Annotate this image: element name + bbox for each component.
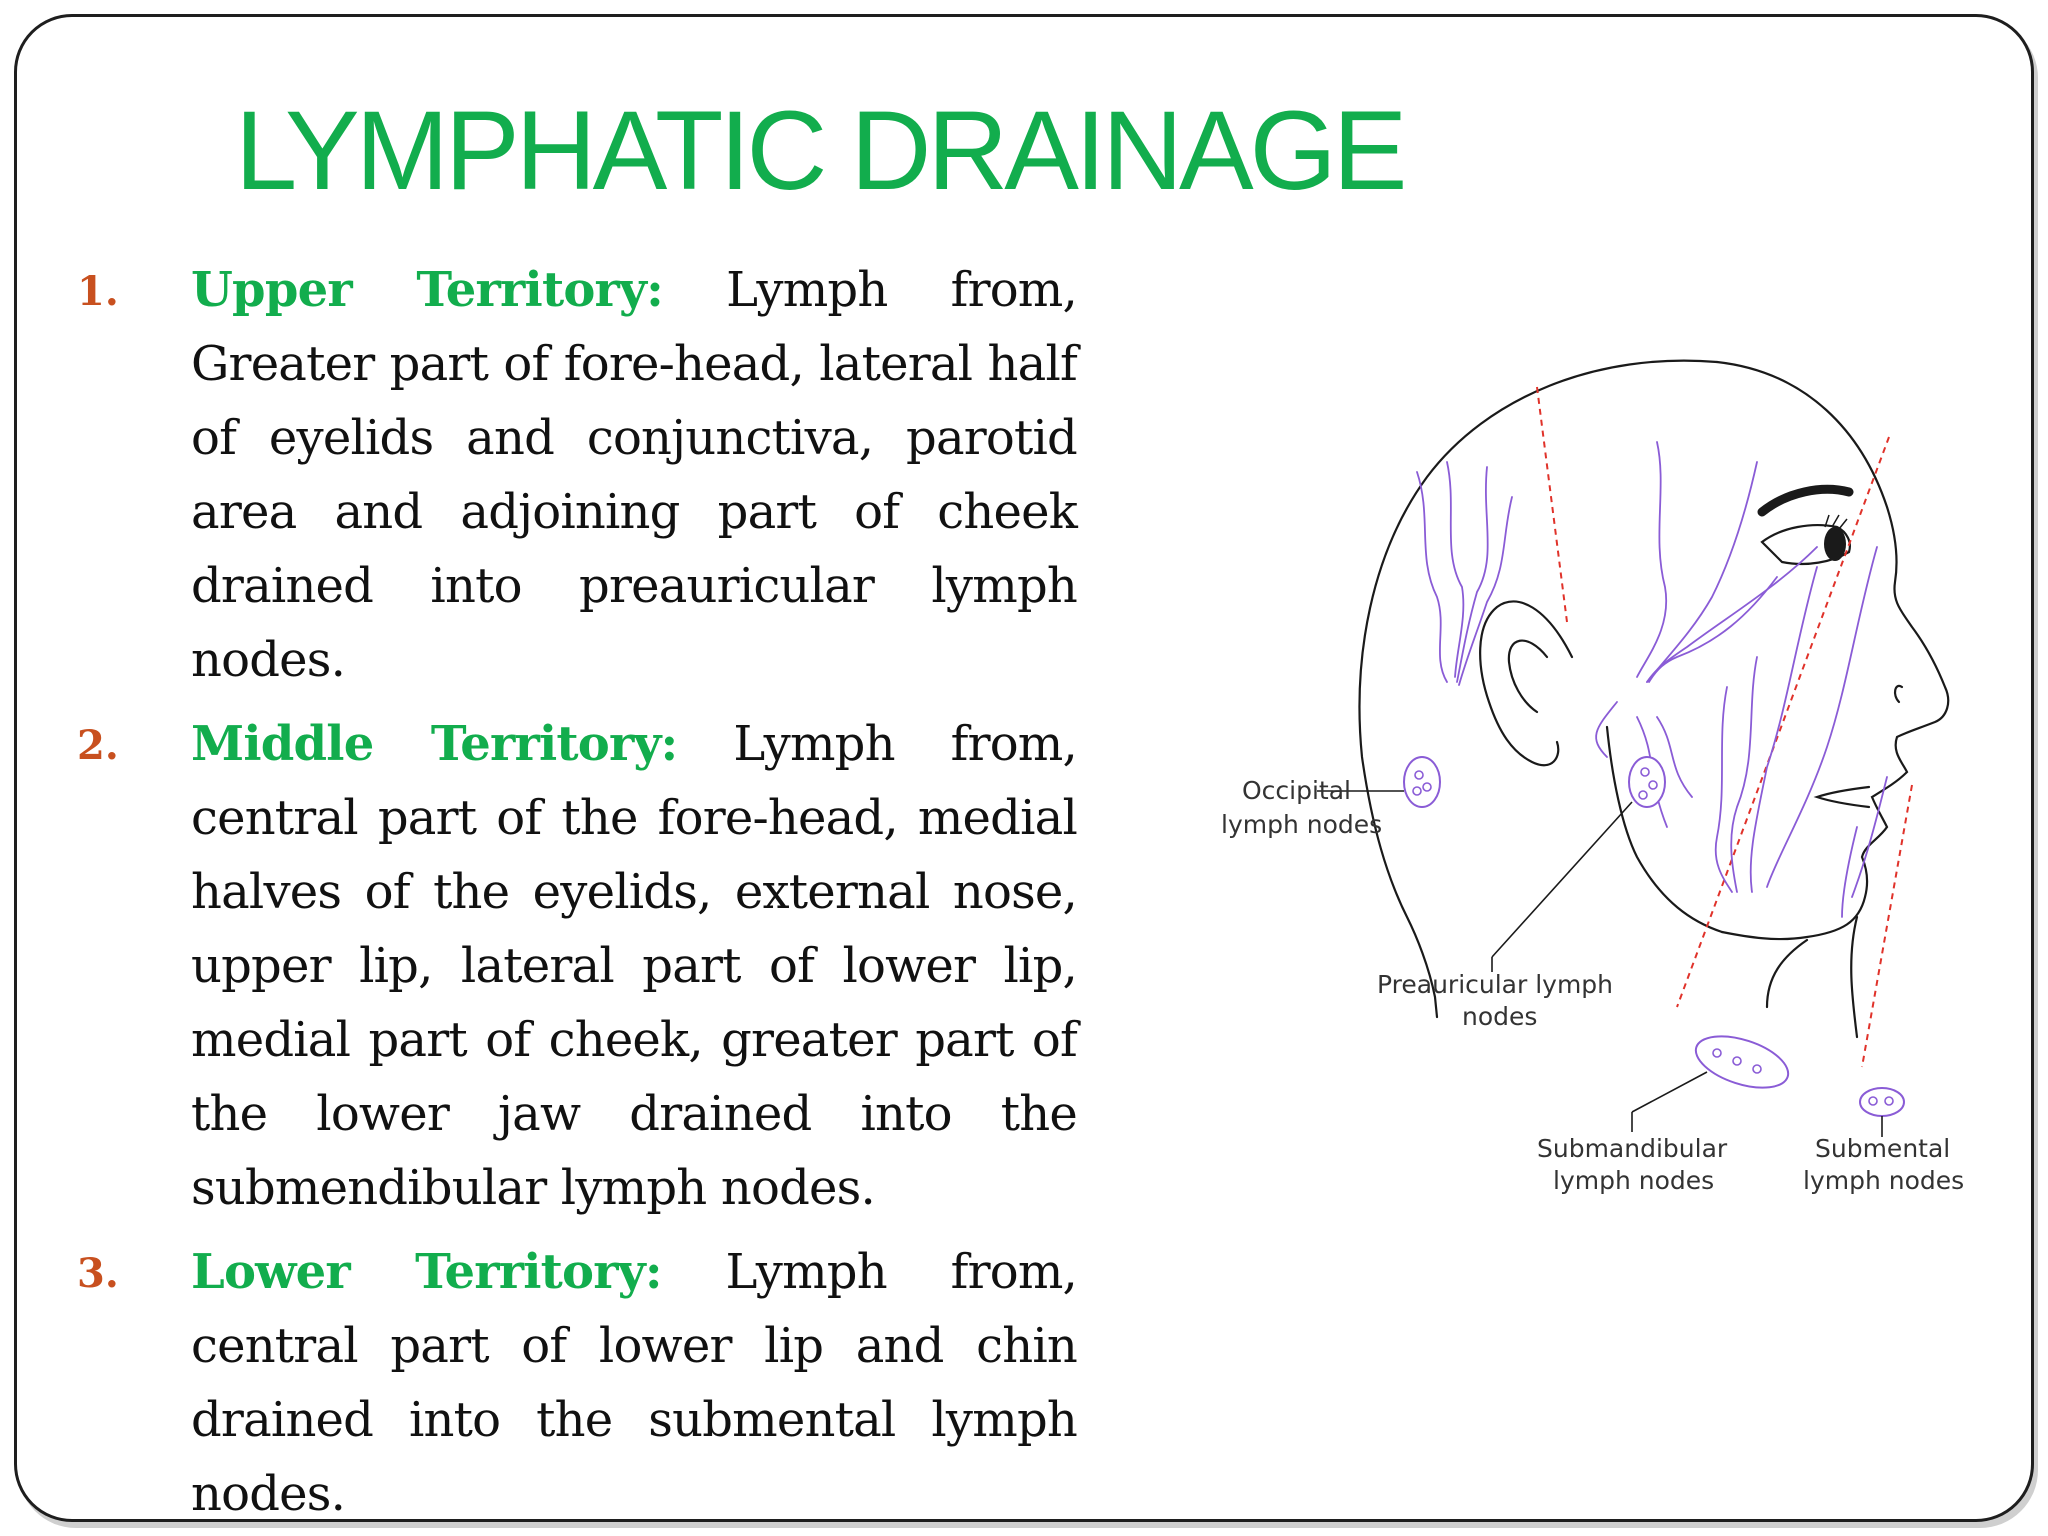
item-text: Lymph from, central part of lower lip an…	[191, 1244, 1078, 1522]
node-dot	[1638, 790, 1648, 800]
mouth-outline	[1813, 785, 1871, 809]
submandibular-label-line-1: Submandibular	[1537, 1134, 1728, 1163]
item-paragraph: Middle Territory: Lymph from, central pa…	[191, 707, 1078, 1225]
occipital-label-line-1: Occipital	[1242, 776, 1351, 805]
neck-back-outline	[1765, 938, 1809, 1009]
eye-outline	[1760, 524, 1851, 566]
preauricular-leader	[1491, 801, 1633, 958]
vessel	[1648, 576, 1778, 683]
item-paragraph: Upper Territory: Lymph from, Greater par…	[191, 253, 1078, 697]
vessel	[1458, 496, 1513, 686]
nostril-outline	[1893, 684, 1904, 704]
head-outline	[1358, 359, 1950, 1039]
item-term: Lower Territory:	[191, 1244, 663, 1300]
node-dot	[1422, 782, 1432, 792]
preauricular-label-line-2: nodes	[1462, 1002, 1537, 1031]
submental-label-line-1: Submental	[1815, 1134, 1950, 1163]
boundary-line-middle	[1676, 436, 1890, 1008]
item-text: Lymph from, central part of the fore-hea…	[191, 716, 1078, 1216]
vessel	[1646, 461, 1758, 683]
eyelashes	[1824, 514, 1848, 530]
lymph-node-dots	[1412, 767, 1894, 1106]
face-profile-outline	[1715, 360, 1950, 941]
head-diagram-svg: Occipital lymph nodes Preauricular lymph…	[1221, 359, 1964, 1195]
item-number: 3.	[77, 1250, 119, 1297]
slide: LYMPHATIC DRAINAGE 1. Upper Territory: L…	[14, 14, 2034, 1522]
list-item-lower-territory: 3. Lower Territory: Lymph from, central …	[77, 1235, 1078, 1522]
territory-boundaries	[1536, 386, 1913, 1068]
vessel	[1730, 656, 1758, 893]
item-text: Lymph from, Greater part of fore-head, l…	[191, 262, 1078, 688]
vessel	[1646, 546, 1818, 683]
occipital-label-line-2: lymph nodes	[1221, 810, 1382, 839]
lymph-node-groups	[1403, 756, 1905, 1117]
list-item-middle-territory: 2. Middle Territory: Lymph from, central…	[77, 707, 1078, 1225]
vessel	[1416, 471, 1448, 683]
vessel	[1456, 466, 1489, 683]
territory-list: 1. Upper Territory: Lymph from, Greater …	[77, 253, 1078, 1522]
node-dot	[1640, 767, 1650, 777]
vessel	[1714, 686, 1733, 893]
list-item-upper-territory: 1. Upper Territory: Lymph from, Greater …	[77, 253, 1078, 697]
jaw-line	[1605, 725, 1724, 934]
vessel	[1851, 776, 1888, 898]
submental-label-line-2: lymph nodes	[1803, 1166, 1964, 1195]
ear-inner	[1507, 639, 1549, 714]
boundary-line-occipital	[1536, 386, 1568, 623]
slide-title: LYMPHATIC DRAINAGE	[235, 88, 1407, 213]
eyebrow	[1757, 484, 1854, 517]
item-paragraph: Lower Territory: Lymph from, central par…	[191, 1235, 1078, 1522]
ear-outline	[1479, 600, 1574, 767]
head-lymph-diagram: Occipital lymph nodes Preauricular lymph…	[1117, 357, 2017, 1237]
node-dot	[1752, 1064, 1762, 1074]
item-number: 2.	[77, 722, 119, 769]
submandibular-leader	[1631, 1071, 1708, 1113]
node-dot	[1648, 780, 1658, 790]
label-leader-lines	[1317, 790, 1883, 1137]
node-dot	[1732, 1056, 1742, 1066]
node-dot	[1412, 786, 1422, 796]
vessel	[1749, 566, 1818, 893]
vessel	[1636, 441, 1668, 678]
boundary-line-lower	[1861, 784, 1913, 1068]
submandibular-node-capsule	[1694, 1035, 1790, 1089]
item-term: Middle Territory:	[191, 716, 678, 772]
node-dot	[1884, 1096, 1894, 1106]
node-dot	[1414, 770, 1424, 780]
node-dot	[1712, 1048, 1722, 1058]
preauricular-label-line-1: Preauricular lymph	[1377, 970, 1613, 999]
submental-node-capsule	[1859, 1087, 1905, 1117]
neck-front-outline	[1850, 915, 1859, 1039]
node-dot	[1868, 1096, 1878, 1106]
head-back-outline	[1358, 359, 1719, 1019]
iris	[1824, 527, 1846, 561]
vessel	[1446, 461, 1465, 678]
submandibular-label-line-2: lymph nodes	[1553, 1166, 1714, 1195]
vessel	[1595, 701, 1618, 758]
vessel	[1766, 546, 1878, 888]
vessel	[1656, 716, 1693, 798]
item-term: Upper Territory:	[191, 262, 664, 318]
item-number: 1.	[77, 268, 119, 315]
vessel	[1841, 826, 1858, 918]
preauricular-node-capsule	[1628, 756, 1666, 808]
occipital-node-capsule	[1403, 756, 1441, 808]
lymph-vessels	[1416, 441, 1888, 918]
